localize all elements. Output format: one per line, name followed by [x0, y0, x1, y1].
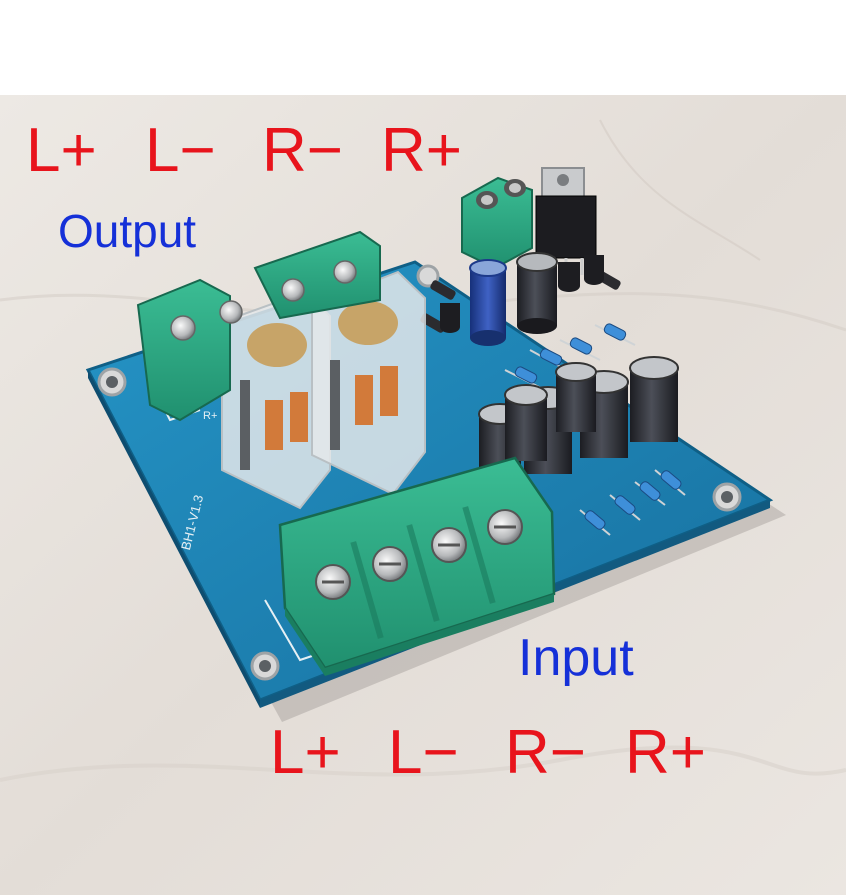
input-terminal-label-l-plus: L+ [270, 718, 341, 787]
resistors [504, 323, 686, 536]
input-terminal-label-r-plus: R+ [625, 718, 706, 787]
board-silkscreen-mark: R+ [203, 410, 218, 422]
input-title: Input [518, 629, 634, 687]
output-terminal-label-r-plus: R+ [381, 116, 462, 185]
power-terminal [461, 176, 533, 270]
input-terminal-block [278, 456, 556, 676]
output-terminal-block [136, 230, 381, 422]
mounting-holes [97, 264, 742, 681]
input-terminal-label-r-minus: R− [505, 718, 586, 787]
voltage-regulator [535, 167, 597, 275]
output-terminal-label-r-minus: R− [262, 116, 343, 185]
electrolytic-capacitors [478, 252, 679, 478]
blue-capacitor [469, 259, 507, 346]
output-title: Output [58, 205, 197, 257]
transistors [440, 255, 604, 333]
input-terminal-label-l-minus: L− [388, 718, 459, 787]
output-terminal-label-l-minus: L− [145, 116, 216, 185]
output-terminal-label-l-plus: L+ [26, 116, 97, 185]
